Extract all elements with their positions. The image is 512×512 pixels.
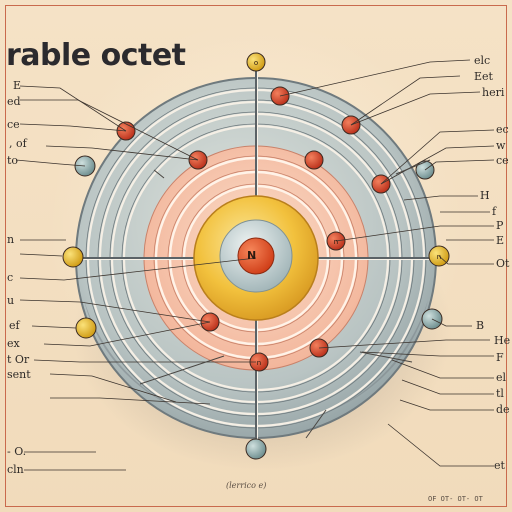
- callout-label-left: ex: [7, 337, 20, 350]
- callout-label-left: n: [7, 233, 15, 246]
- footer-text: OF OT- OT- OT: [428, 495, 483, 503]
- figure-caption: (lerrico e): [226, 481, 267, 490]
- callout-label-left: E: [13, 79, 22, 92]
- callout-label-right: E: [496, 234, 505, 247]
- callout-label-right: He: [494, 334, 511, 347]
- callout-label-right: ce: [496, 154, 509, 167]
- inner-leader-lines: [139, 159, 431, 439]
- callout-label-right: f: [492, 205, 497, 218]
- callout-label-left: - O.: [7, 445, 27, 458]
- electron-mark: n: [437, 253, 441, 261]
- callout-label-right: el: [496, 371, 507, 384]
- diagram-title: rable octet: [6, 38, 186, 73]
- nucleus-core: [237, 237, 275, 275]
- callout-label-right: Eet: [474, 70, 493, 83]
- callout-label-right: de: [496, 403, 510, 416]
- callout-label-right: F: [496, 351, 504, 364]
- electron-mark: n: [257, 359, 261, 367]
- leader-lines-right: [279, 59, 495, 467]
- electron-top-yellow: [246, 52, 266, 72]
- callout-label-right: heri: [482, 86, 505, 99]
- callout-label-left: to: [7, 154, 19, 167]
- electron-bottom-teal: [245, 438, 267, 460]
- callout-label-left: ef: [9, 319, 20, 332]
- callout-label-left: ce: [7, 118, 20, 131]
- callout-label-left: ed: [7, 95, 21, 108]
- callout-label-right: H: [480, 189, 490, 202]
- callout-label-left: t Or: [7, 353, 30, 366]
- electron-mark: n: [334, 238, 338, 246]
- callout-label-right: ec: [496, 123, 509, 136]
- leader-lines-left: [15, 85, 257, 471]
- callout-label-right: tl: [496, 387, 504, 400]
- callout-label-left: sent: [7, 368, 31, 381]
- callout-label-left: u: [7, 294, 15, 307]
- callout-label-right: w: [496, 139, 506, 152]
- electron-red: [304, 150, 324, 170]
- callout-label-left: c: [7, 271, 14, 284]
- callout-label-left: cln: [7, 463, 24, 476]
- electron-left-yellow: [62, 246, 84, 268]
- callout-label-right: elc: [474, 54, 491, 67]
- callout-label-right: P: [496, 219, 504, 232]
- nucleus-label: N: [247, 249, 257, 262]
- callout-label-left: , of: [9, 137, 27, 150]
- electron-mark: o: [254, 59, 258, 67]
- callout-label-right: Ot: [496, 257, 510, 270]
- callout-label-right: B: [476, 319, 485, 332]
- electron-yellow: [75, 317, 97, 339]
- callout-label-right: et: [494, 459, 505, 472]
